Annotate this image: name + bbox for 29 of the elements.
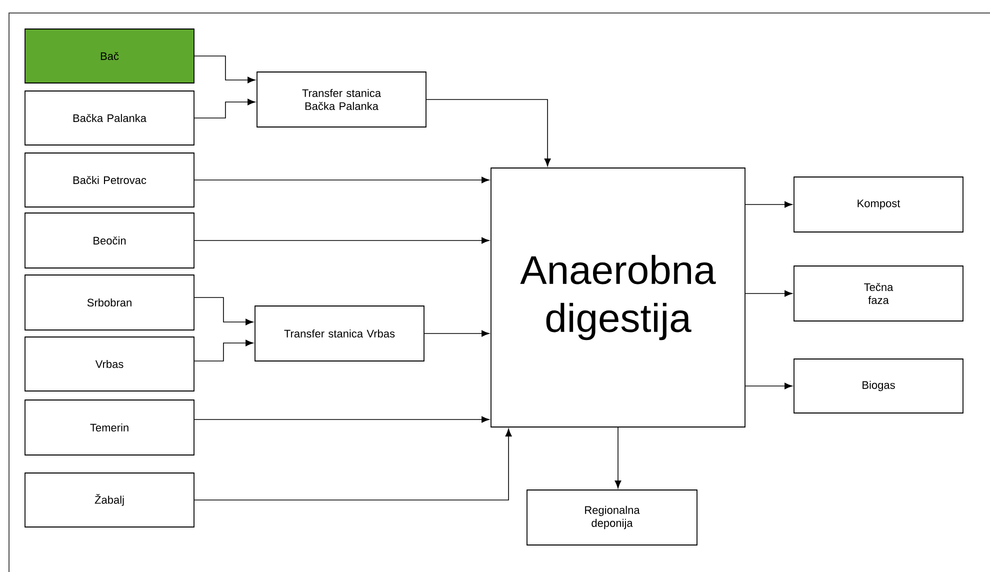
transfer-station-box: Transfer stanica Bačka Palanka [256,72,426,128]
arrow [194,176,490,184]
arrow [194,416,490,423]
output-box: Regionalna deponija [526,490,698,546]
source-box: Bač [24,28,194,84]
arrow [194,237,490,244]
arrow [194,98,256,118]
arrow [745,290,792,297]
source-box: Bački Petrovac [24,152,194,208]
transfer-station-box: Transfer stanica Vrbas [254,306,424,362]
source-box: Bačka Palanka [24,90,194,146]
arrow [745,382,792,390]
output-box: Tečna faza [794,266,964,322]
arrow [194,428,512,500]
source-box: Žabalj [24,472,194,528]
arrow [426,99,551,166]
source-box: Vrbas [24,336,194,392]
source-box: Srbobran [24,274,194,330]
source-box: Beočin [24,212,194,268]
arrow [194,297,254,326]
arrow [745,201,792,208]
arrow [424,330,490,337]
arrow [194,56,256,84]
arrow [194,340,254,362]
output-box: Biogas [794,358,964,414]
source-box: Temerin [24,400,194,456]
output-box: Kompost [794,176,964,232]
arrow [614,427,622,488]
process-box: Anaerobna digestija [490,168,746,428]
